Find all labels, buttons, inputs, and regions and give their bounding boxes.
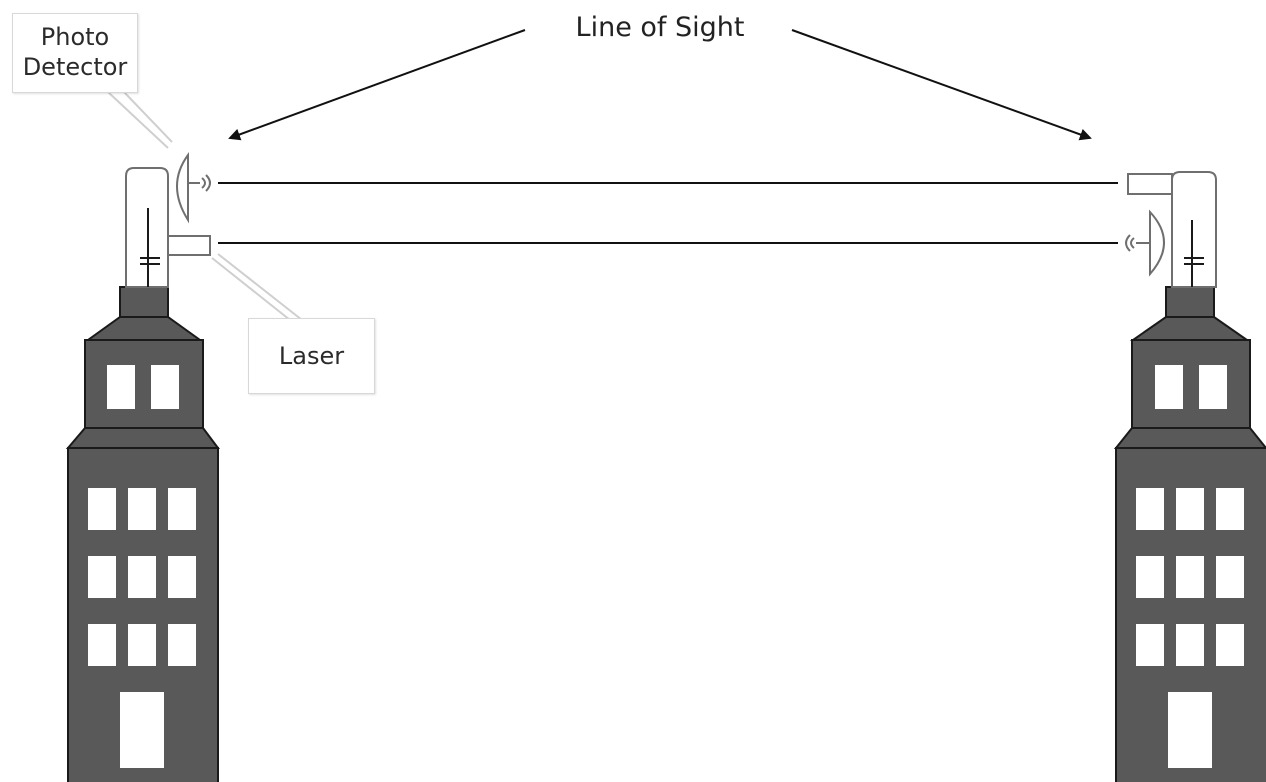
left-building-window xyxy=(151,365,179,409)
left-building-upper xyxy=(84,339,204,429)
laser-label: Laser xyxy=(278,342,345,370)
line-of-sight-label: Line of Sight xyxy=(575,12,745,43)
left-building xyxy=(65,286,220,782)
left-building-window xyxy=(168,488,196,530)
left-transceiver xyxy=(125,151,211,288)
right-building-window xyxy=(1216,488,1244,530)
left-photo-detector-dish xyxy=(176,151,189,224)
laser-callout: Laser xyxy=(248,318,375,394)
right-building-window xyxy=(1136,556,1164,598)
right-building-window xyxy=(1176,624,1204,666)
right-photo-detector-dish xyxy=(1149,209,1165,277)
right-building-roof-slope xyxy=(1129,316,1251,341)
left-building-ledge xyxy=(65,427,220,449)
photo-detector-label-line1: Photo xyxy=(40,23,110,51)
right-building-window xyxy=(1216,624,1244,666)
left-building-window xyxy=(88,624,116,666)
left-building-window xyxy=(168,556,196,598)
right-building-ledge xyxy=(1113,427,1266,449)
right-transceiver xyxy=(1125,171,1217,288)
left-building-door xyxy=(120,692,164,768)
left-building-window xyxy=(88,556,116,598)
photo-detector-pointer xyxy=(107,91,173,149)
left-building-window xyxy=(168,624,196,666)
left-building-window xyxy=(128,488,156,530)
right-building-upper xyxy=(1131,339,1251,429)
laser-pointer xyxy=(211,253,303,321)
line-of-sight-arrow-left xyxy=(228,29,526,141)
left-building-window xyxy=(107,365,135,409)
left-building-window xyxy=(88,488,116,530)
right-building-door xyxy=(1168,692,1212,768)
left-building-window xyxy=(128,556,156,598)
right-building-window xyxy=(1216,556,1244,598)
left-building-mast xyxy=(119,286,169,318)
right-building-window xyxy=(1199,365,1227,409)
right-building-window xyxy=(1176,556,1204,598)
line-of-sight-arrow-right xyxy=(791,29,1092,141)
photo-detector-label-line2: Detector xyxy=(22,53,128,81)
right-building-window xyxy=(1136,624,1164,666)
right-building-window xyxy=(1176,488,1204,530)
left-laser-emitter xyxy=(167,235,211,256)
right-laser-emitter xyxy=(1127,173,1173,195)
left-building-roof-slope xyxy=(84,316,204,341)
photo-detector-callout: Photo Detector xyxy=(12,13,138,93)
right-building-mast xyxy=(1165,286,1215,318)
right-building-window xyxy=(1155,365,1183,409)
left-building-window xyxy=(128,624,156,666)
right-building xyxy=(1113,286,1266,782)
right-building-window xyxy=(1136,488,1164,530)
